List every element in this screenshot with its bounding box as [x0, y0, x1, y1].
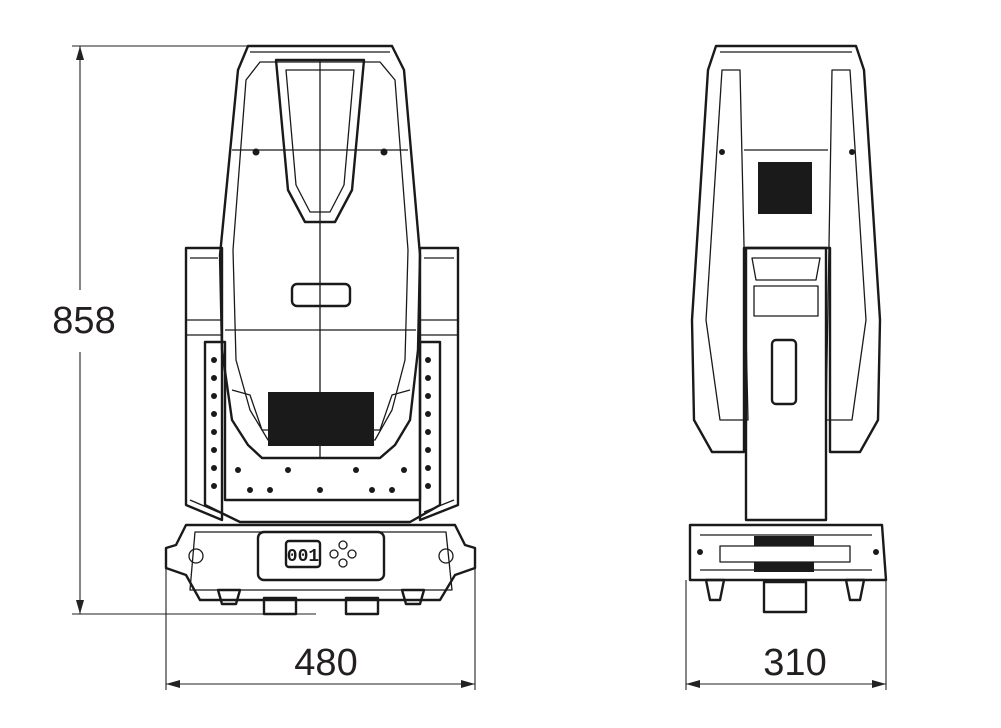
side-base [688, 523, 888, 614]
front-head [218, 44, 422, 460]
rivet-dot [211, 393, 217, 399]
height-dimension: 858 [52, 45, 316, 615]
rivet-dot [425, 411, 431, 417]
front-yoke [184, 246, 460, 524]
rivet-dot [211, 483, 217, 489]
front-width-dimension: 480 [165, 560, 476, 690]
rivet-dot [247, 487, 253, 493]
rivet-dot [425, 375, 431, 381]
front-width-label: 480 [294, 642, 357, 684]
front-vent-grille [268, 392, 374, 446]
rivet-dot [211, 375, 217, 381]
side-width-dimension: 310 [685, 580, 887, 690]
rivet-dot [389, 487, 395, 493]
rivet-dot [401, 467, 407, 473]
control-buttons [329, 540, 357, 568]
rivet-dot [425, 483, 431, 489]
front-base: 001 [164, 523, 477, 616]
side-view [688, 44, 888, 614]
rivet-dot [211, 429, 217, 435]
rivet-dot [425, 447, 431, 453]
rivet-dot [211, 411, 217, 417]
control-display [284, 539, 322, 569]
rivet-dot [425, 465, 431, 471]
rivet-dot [369, 487, 375, 493]
height-label: 858 [52, 300, 115, 342]
front-plate-rivets [211, 357, 431, 493]
rivet-dot [425, 429, 431, 435]
rivet-dot [211, 465, 217, 471]
side-head [690, 44, 882, 454]
rivet-dot [425, 357, 431, 363]
rivet-dot [317, 487, 323, 493]
rivet-dot [267, 487, 273, 493]
side-vent-grille [758, 162, 812, 214]
rivet-dot [211, 447, 217, 453]
rivet-dot [285, 467, 291, 473]
display-text: 001 [287, 547, 320, 567]
rivet-dot [425, 393, 431, 399]
front-view: 001 [164, 44, 477, 616]
side-width-label: 310 [763, 642, 826, 684]
side-yoke [744, 246, 828, 522]
rivet-dot [353, 467, 359, 473]
rivet-dot [235, 467, 241, 473]
rivet-dot [211, 357, 217, 363]
